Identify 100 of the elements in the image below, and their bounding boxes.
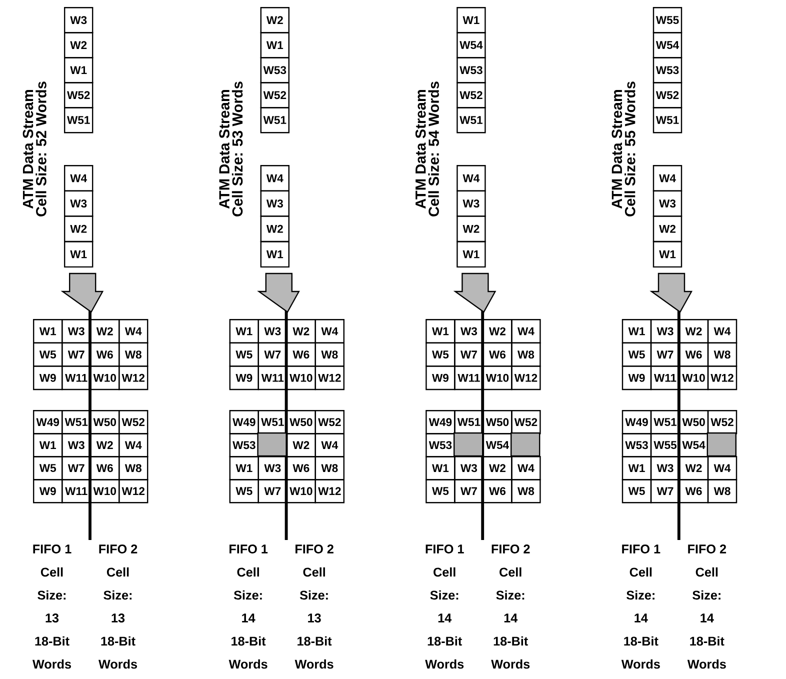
fifo-caption: 18-Bit [690, 636, 724, 646]
word-cell: W5 [33, 456, 63, 480]
fifo-caption: 13 [308, 614, 321, 622]
word-cell: W4 [511, 456, 541, 480]
fifo-caption: Words [32, 659, 71, 669]
word-cell: W3 [454, 319, 484, 344]
fifo-caption: FIFO 2 [99, 544, 138, 554]
fifo-caption: Words [228, 659, 268, 669]
stream-title: ATM Data Stream [22, 90, 34, 209]
word-cell: W4 [118, 433, 148, 458]
word-cell: W1 [260, 241, 290, 268]
fifo-caption: 18-Bit [35, 636, 70, 646]
word-cell: W54 [456, 32, 486, 58]
word-cell: W1 [426, 319, 456, 344]
word-cell: W5 [426, 479, 456, 504]
word-cell: W1 [64, 241, 94, 268]
fifo-caption: Words [491, 659, 530, 669]
word-cell: W9 [229, 366, 259, 390]
stream-title: Cell Size: 52 Words [36, 82, 46, 216]
word-cell: W10 [286, 479, 316, 504]
word-cell: W3 [258, 456, 288, 480]
word-cell: W10 [286, 366, 316, 390]
fifo-caption: Size: [626, 590, 654, 600]
word-cell: W2 [456, 216, 486, 242]
block-arrow [257, 272, 300, 313]
word-cell: W1 [33, 433, 63, 458]
empty-cell [510, 432, 540, 457]
fifo-caption: Size: [234, 590, 262, 600]
word-cell: W9 [622, 366, 652, 390]
word-cell: W6 [90, 342, 120, 367]
word-cell: W1 [33, 319, 63, 344]
word-cell: W1 [622, 319, 652, 344]
fifo-caption: Size: [496, 590, 524, 600]
word-cell: W51 [260, 107, 290, 134]
stream-title: ATM Data Stream [612, 90, 622, 209]
word-cell: W3 [650, 319, 680, 344]
word-cell: W52 [456, 82, 486, 108]
word-cell: W5 [33, 342, 63, 367]
word-cell: W53 [260, 57, 290, 84]
word-cell: W7 [650, 479, 680, 504]
word-cell: W3 [64, 7, 94, 34]
fifo-caption: FIFO 2 [296, 544, 334, 554]
word-cell: W10 [678, 366, 709, 390]
fifo-caption: 18-Bit [428, 636, 462, 646]
word-cell: W51 [64, 107, 94, 134]
fifo-caption: Cell [303, 567, 325, 577]
word-cell: W4 [707, 319, 738, 344]
word-cell: W5 [622, 479, 652, 504]
word-cell: W6 [678, 479, 709, 504]
fifo-caption: FIFO 1 [622, 544, 660, 554]
fifo-caption: Size: [300, 590, 328, 600]
fifo-caption: FIFO 1 [230, 544, 268, 554]
word-cell: W51 [456, 107, 486, 134]
word-cell: W4 [314, 319, 344, 344]
fifo-caption: Words [687, 659, 726, 669]
fifo-caption: 18-Bit [298, 636, 332, 646]
stream-title: ATM Data Stream [415, 90, 426, 209]
word-cell: W4 [64, 165, 94, 192]
word-cell: W50 [286, 410, 316, 434]
word-cell: W6 [678, 342, 709, 367]
word-cell: W1 [64, 57, 94, 84]
fifo-caption: Size: [104, 590, 132, 600]
stream-title: Cell Size: 54 Words [428, 82, 439, 216]
word-cell: W7 [650, 342, 680, 367]
word-cell: W5 [426, 342, 456, 367]
word-cell: W49 [426, 410, 456, 434]
word-cell: W4 [260, 165, 290, 192]
fifo-caption: Size: [692, 590, 720, 600]
fifo-caption: Cell [434, 567, 456, 577]
word-cell: W53 [456, 57, 486, 84]
word-cell: W6 [90, 456, 120, 480]
word-cell: W5 [229, 479, 259, 504]
word-cell: W3 [456, 190, 486, 217]
word-cell: W3 [62, 433, 92, 458]
word-cell: W12 [707, 366, 738, 390]
word-cell: W5 [622, 342, 652, 367]
word-cell: W52 [64, 82, 94, 108]
word-cell: W9 [33, 479, 63, 504]
word-cell: W2 [678, 456, 709, 480]
word-cell: W3 [650, 456, 680, 480]
fifo-caption: 13 [46, 614, 59, 622]
word-cell: W53 [622, 433, 652, 458]
fifo-caption: Cell [40, 567, 63, 577]
word-cell: W11 [62, 479, 92, 504]
word-cell: W2 [482, 456, 512, 480]
word-cell: W50 [482, 410, 512, 434]
word-cell: W12 [118, 479, 148, 504]
word-cell: W2 [678, 319, 709, 344]
fifo-caption: 18-Bit [101, 636, 136, 646]
fifo-caption: 14 [242, 614, 256, 622]
word-cell: W11 [454, 366, 484, 390]
word-cell: W4 [652, 165, 682, 192]
fifo-caption: Cell [630, 567, 652, 577]
word-cell: W2 [286, 433, 316, 458]
word-cell: W7 [62, 342, 92, 367]
fifo-caption: Cell [106, 567, 129, 577]
word-cell: W8 [707, 342, 738, 367]
word-cell: W49 [229, 410, 259, 434]
word-cell: W54 [652, 32, 682, 58]
word-cell: W2 [482, 319, 512, 344]
